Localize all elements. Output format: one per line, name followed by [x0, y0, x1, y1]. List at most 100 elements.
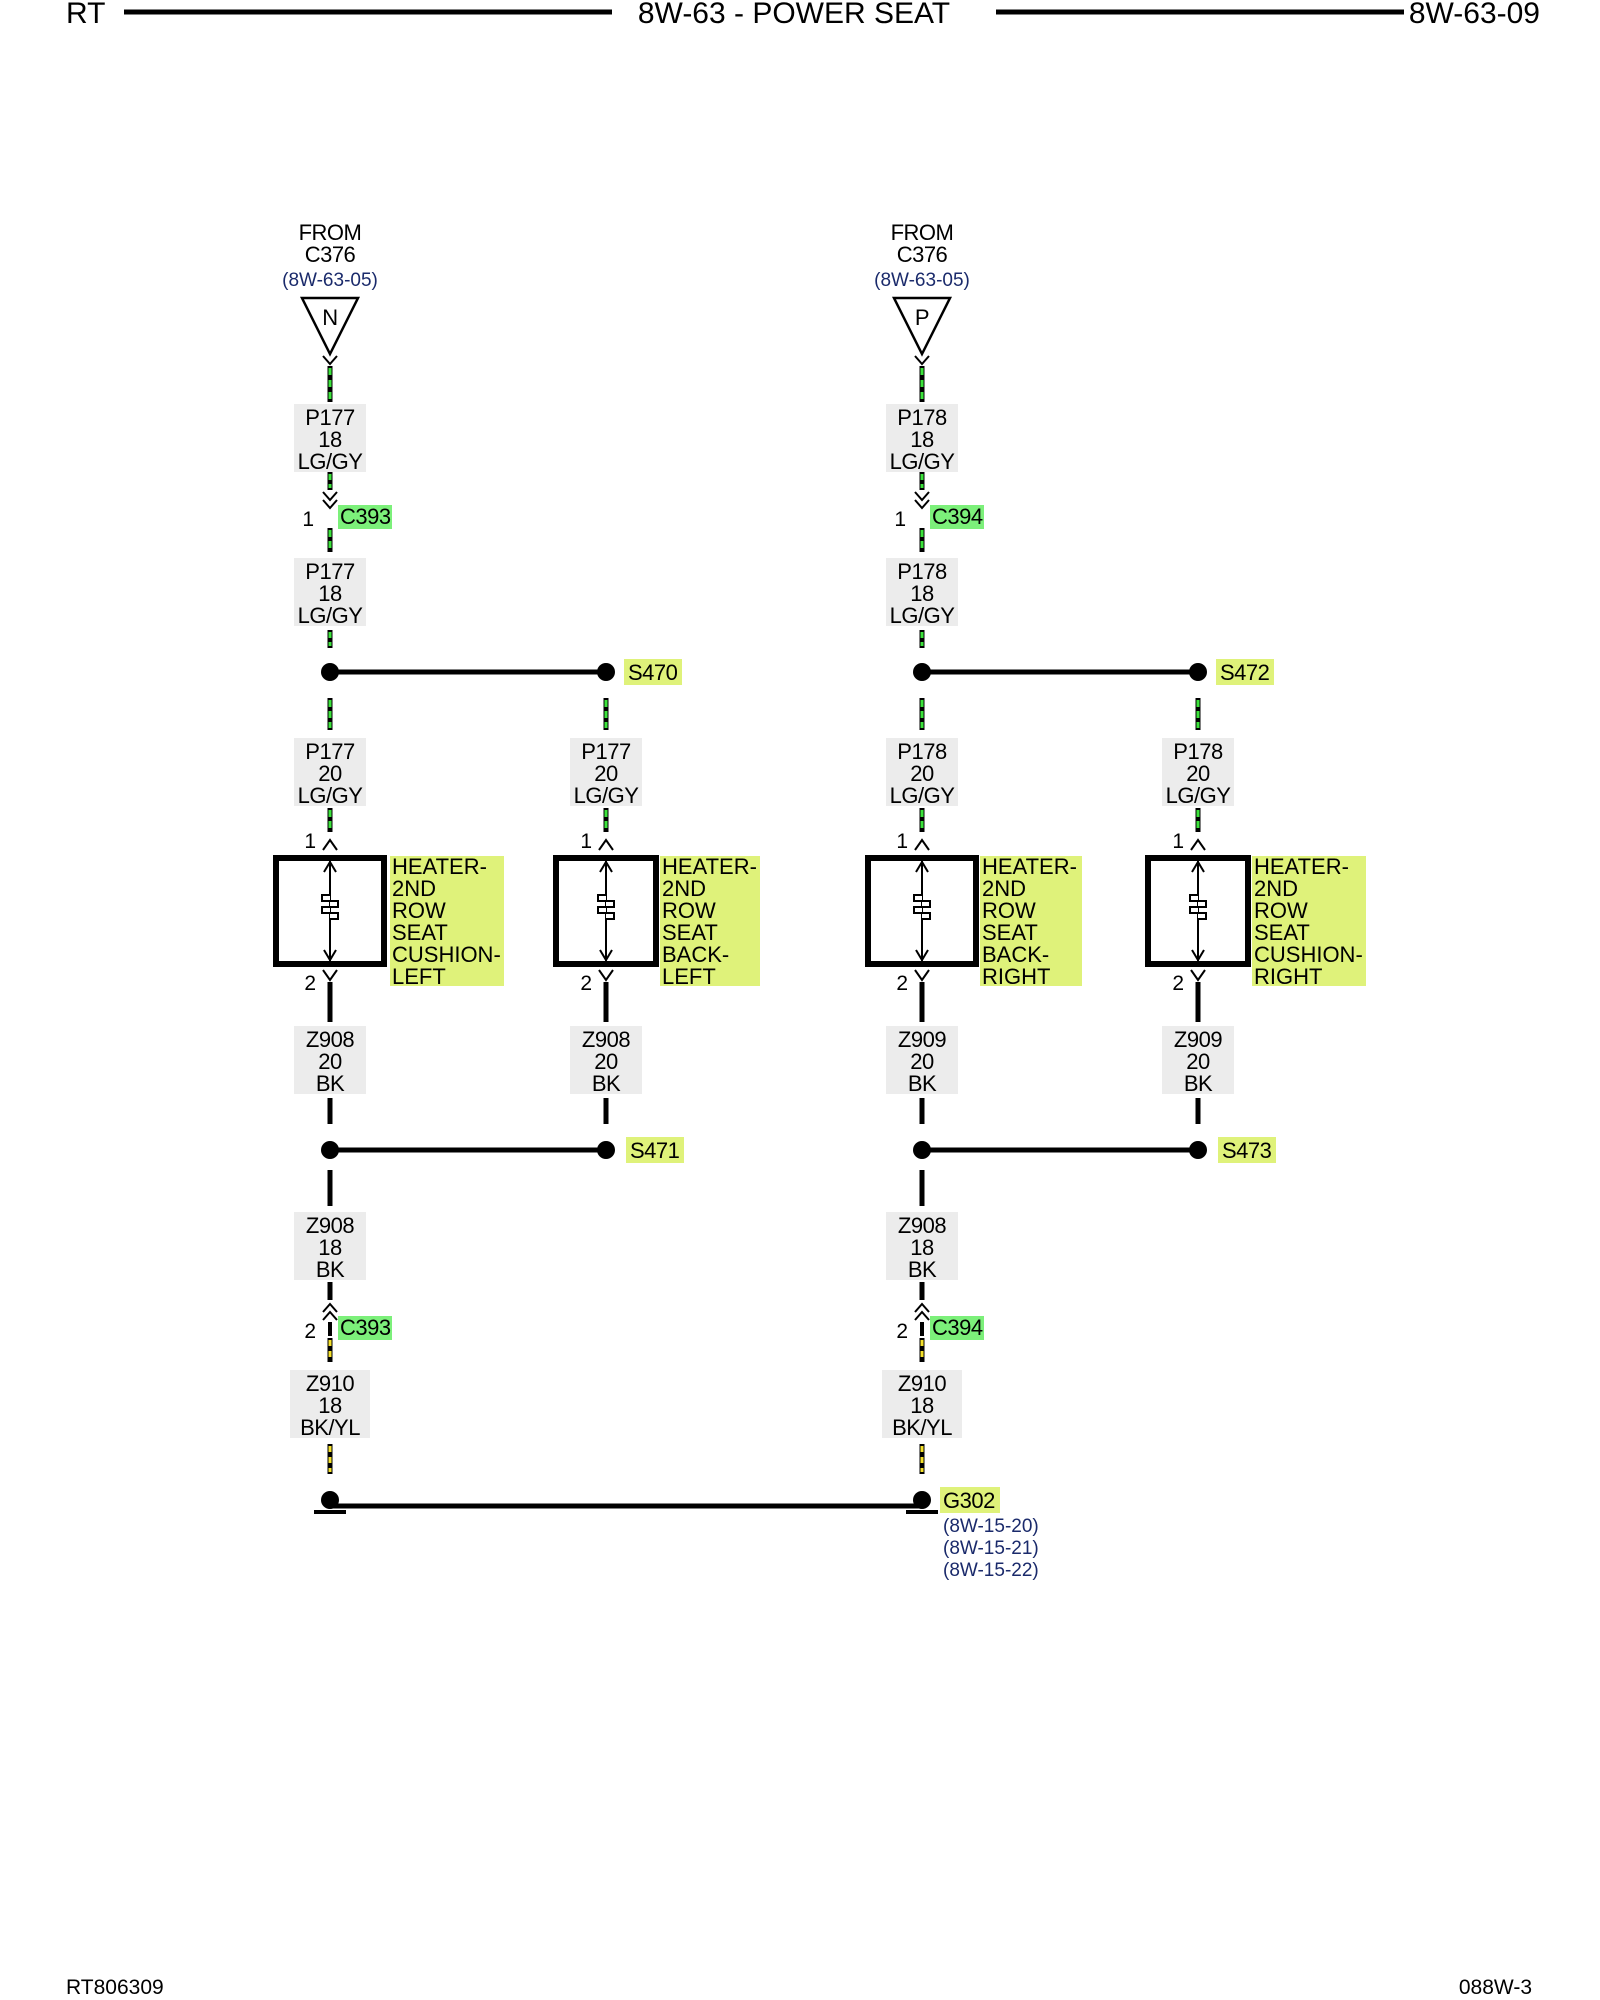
terminal-chevron-icon: [322, 355, 338, 366]
svg-text:2ND: 2ND: [982, 876, 1026, 901]
svg-text:20: 20: [318, 761, 342, 786]
splice-s473: S473: [913, 1137, 1276, 1163]
header-section-code: RT: [66, 0, 105, 30]
wire-label-left-feed-lower: P177 18 LG/GY: [294, 558, 366, 628]
footer-figure-code: RT806309: [66, 1976, 164, 1999]
ground-page-ref: (8W-15-20): [943, 1516, 1039, 1537]
svg-text:BACK-: BACK-: [662, 942, 729, 967]
ground-page-ref: (8W-15-22): [943, 1560, 1039, 1581]
svg-text:RIGHT: RIGHT: [1254, 964, 1322, 989]
source-page-ref: (8W-63-05): [282, 270, 378, 291]
svg-text:HEATER-: HEATER-: [392, 854, 487, 879]
svg-text:ROW: ROW: [392, 898, 446, 923]
svg-text:Z910: Z910: [898, 1371, 946, 1396]
svg-text:1: 1: [1172, 830, 1184, 853]
svg-text:1: 1: [302, 508, 314, 531]
heating-element-icon: [321, 894, 339, 920]
svg-text:20: 20: [1186, 761, 1210, 786]
wire-label-gnd-right-cushion: Z909 20 BK: [1162, 1026, 1234, 1096]
splice-label-s472: S472: [1220, 660, 1270, 685]
splice-s470: S470: [321, 659, 682, 685]
svg-text:2ND: 2ND: [392, 876, 436, 901]
svg-text:BK: BK: [908, 1257, 937, 1282]
svg-text:BK: BK: [592, 1071, 621, 1096]
heater-seat-back-left: 1 2 HEATER- 2ND ROW SEAT BACK- LEFT: [553, 830, 760, 995]
wire-label-left-feed-upper: P177 18 LG/GY: [294, 404, 366, 474]
heating-element-icon: [1189, 894, 1207, 920]
wire-label-right-feed-upper: P178 18 LG/GY: [886, 404, 958, 474]
connector-c394-pin1: 1 C394: [894, 491, 984, 531]
svg-text:18: 18: [910, 581, 934, 606]
svg-text:2: 2: [304, 972, 316, 995]
wire-label-right-cushion: P178 20 LG/GY: [1162, 738, 1234, 808]
svg-text:2: 2: [580, 972, 592, 995]
svg-text:18: 18: [910, 1393, 934, 1418]
svg-text:18: 18: [318, 1235, 342, 1260]
splice-label-s470: S470: [628, 660, 678, 685]
svg-text:Z908: Z908: [306, 1027, 354, 1052]
svg-text:LG/GY: LG/GY: [890, 783, 956, 808]
svg-text:18: 18: [910, 1235, 934, 1260]
svg-text:HEATER-: HEATER-: [1254, 854, 1349, 879]
off-page-connector-icon: [299, 296, 361, 357]
wire-label-gnd-left-final: Z910 18 BK/YL: [290, 1370, 370, 1440]
wire-label-left-cushion: P177 20 LG/GY: [294, 738, 366, 808]
wire-label-gnd-right-final: Z910 18 BK/YL: [882, 1370, 962, 1440]
svg-text:20: 20: [318, 1049, 342, 1074]
svg-text:18: 18: [318, 427, 342, 452]
heater-seat-cushion-right: 1 2 HEATER- 2ND ROW SEAT CUSHION- RIGHT: [1145, 830, 1366, 995]
connector-label-c393: C393: [340, 1315, 391, 1340]
svg-text:P178: P178: [897, 739, 947, 764]
wire-label-gnd-left-cushion: Z908 20 BK: [294, 1026, 366, 1096]
svg-text:BACK-: BACK-: [982, 942, 1049, 967]
svg-text:2ND: 2ND: [1254, 876, 1298, 901]
svg-text:SEAT: SEAT: [1254, 920, 1310, 945]
svg-text:18: 18: [318, 1393, 342, 1418]
svg-text:HEATER-: HEATER-: [982, 854, 1077, 879]
splice-s472: S472: [913, 659, 1274, 685]
svg-text:BK: BK: [316, 1257, 345, 1282]
wire-label-left-back: P177 20 LG/GY: [570, 738, 642, 808]
svg-text:1: 1: [304, 830, 316, 853]
header-page-number: 8W-63-09: [1409, 0, 1540, 30]
splice-label-s471: S471: [630, 1138, 680, 1163]
svg-text:SEAT: SEAT: [392, 920, 448, 945]
svg-text:P177: P177: [305, 405, 355, 430]
svg-text:ROW: ROW: [982, 898, 1036, 923]
svg-text:Z908: Z908: [582, 1027, 630, 1052]
ground-page-ref: (8W-15-21): [943, 1538, 1039, 1559]
terminal-chevron-icon: [914, 355, 930, 366]
heating-element-icon: [597, 894, 615, 920]
svg-text:LG/GY: LG/GY: [298, 603, 364, 628]
svg-text:Z908: Z908: [898, 1213, 946, 1238]
footer-page-code: 088W-3: [1459, 1976, 1532, 1999]
svg-text:20: 20: [1186, 1049, 1210, 1074]
heating-element-icon: [913, 894, 931, 920]
svg-text:SEAT: SEAT: [982, 920, 1038, 945]
svg-text:LG/GY: LG/GY: [1166, 783, 1232, 808]
svg-text:ROW: ROW: [1254, 898, 1308, 923]
connector-c394-pin2: 2 C394: [896, 1302, 984, 1343]
svg-text:P177: P177: [305, 559, 355, 584]
power-wires: [327, 366, 1201, 832]
svg-text:20: 20: [910, 1049, 934, 1074]
svg-text:18: 18: [910, 427, 934, 452]
svg-text:BK/YL: BK/YL: [300, 1415, 360, 1440]
svg-text:1: 1: [580, 830, 592, 853]
svg-text:LG/GY: LG/GY: [890, 449, 956, 474]
svg-text:SEAT: SEAT: [662, 920, 718, 945]
splice-s471: S471: [321, 1137, 684, 1163]
connector-c393-pin2: 2 C393: [304, 1302, 392, 1343]
header-title: 8W-63 - POWER SEAT: [638, 0, 950, 30]
svg-text:LEFT: LEFT: [662, 964, 716, 989]
svg-text:20: 20: [594, 761, 618, 786]
svg-text:P178: P178: [897, 559, 947, 584]
svg-text:LG/GY: LG/GY: [298, 783, 364, 808]
svg-text:1: 1: [896, 830, 908, 853]
source-from-label: FROM: [299, 220, 362, 245]
svg-text:2: 2: [1172, 972, 1184, 995]
source-from-label: FROM: [891, 220, 954, 245]
svg-text:LG/GY: LG/GY: [890, 603, 956, 628]
